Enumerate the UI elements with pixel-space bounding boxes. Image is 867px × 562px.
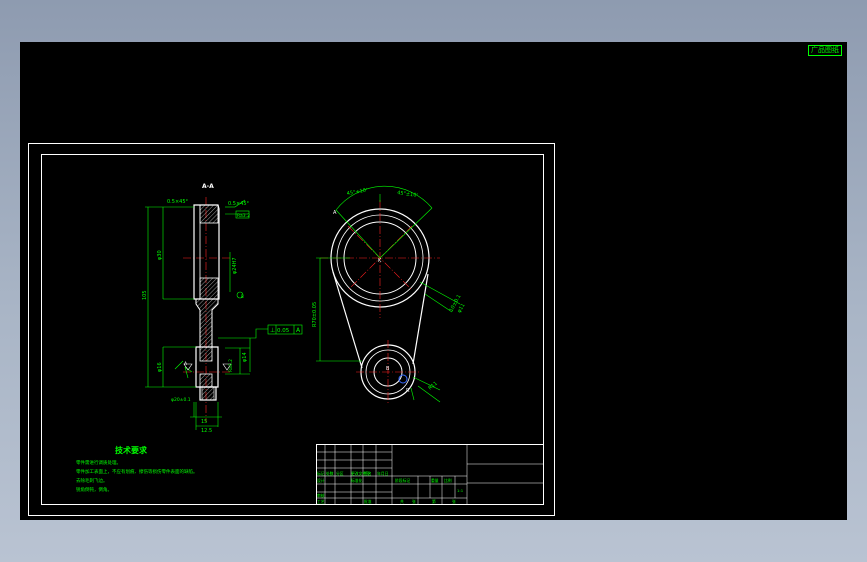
height-total: 105 bbox=[142, 290, 148, 300]
bore-dim: φ24H7 bbox=[232, 257, 238, 274]
upper-hatch bbox=[199, 204, 219, 224]
note-line-3: 去除毛刺飞边。 bbox=[76, 477, 108, 484]
svg-text:标记: 标记 bbox=[317, 471, 325, 476]
plan-dimensions bbox=[316, 185, 461, 403]
datum-b: B bbox=[241, 294, 244, 299]
plan-label-a: A bbox=[333, 210, 337, 216]
svg-text:标准化: 标准化 bbox=[351, 478, 363, 483]
corner-tag[interactable]: 广品图纸 bbox=[808, 45, 842, 56]
svg-text:重量: 重量 bbox=[431, 478, 439, 483]
width-dim: 15 bbox=[201, 419, 207, 425]
top-right-callout: 0.5×45° bbox=[228, 201, 250, 207]
bottom-width: 12.5 bbox=[201, 428, 212, 434]
roughness-top: Ra3.2 bbox=[237, 213, 250, 219]
plan-view bbox=[320, 200, 440, 404]
cursor-marker bbox=[398, 374, 408, 384]
svg-text:工艺: 工艺 bbox=[317, 499, 325, 504]
web-section bbox=[195, 298, 219, 348]
svg-text:0.05: 0.05 bbox=[277, 328, 290, 334]
fit-dim: φ14 bbox=[242, 352, 248, 362]
technical-notes: 技术要求 零件需进行调质处理。 零件加工表面上，不应有划痕、擦伤等损伤零件表面的… bbox=[76, 445, 198, 493]
top-chamfer-label: 0.5×45° bbox=[167, 199, 189, 205]
center-distance: R70±0.05 bbox=[312, 302, 318, 327]
plan-bottom-dim: R11 bbox=[427, 381, 438, 392]
plan-bottom-r: R bbox=[406, 388, 410, 394]
svg-text:张: 张 bbox=[412, 499, 416, 504]
side-dimensions bbox=[145, 199, 251, 430]
svg-text:共: 共 bbox=[400, 499, 404, 504]
note-line-1: 零件需进行调质处理。 bbox=[76, 459, 121, 466]
side-section-view bbox=[183, 197, 230, 422]
angle-left: 45°±10' bbox=[346, 187, 368, 197]
angle-right: 45°±10' bbox=[397, 190, 418, 199]
svg-text:批准: 批准 bbox=[364, 499, 372, 504]
bottom-dim: φ20±0.1 bbox=[171, 397, 191, 403]
svg-text:⊥: ⊥ bbox=[270, 327, 275, 334]
upper-hatch-lower bbox=[199, 277, 219, 300]
tolerance-frame: ⊥ 0.05 A bbox=[250, 324, 303, 339]
lower-roughness: Ra3.2 bbox=[228, 359, 234, 372]
svg-text:A: A bbox=[296, 327, 301, 334]
roughness-box bbox=[235, 210, 250, 219]
svg-text:设计: 设计 bbox=[317, 478, 325, 483]
svg-text:阶段标记: 阶段标记 bbox=[395, 478, 410, 483]
section-label: A-A bbox=[202, 183, 214, 190]
notes-title: 技术要求 bbox=[115, 445, 148, 455]
right-dim-2: φ11 bbox=[457, 303, 467, 314]
sheet-inner-frame bbox=[41, 154, 544, 505]
title-block: 标记 处数 分区 更改文件号 签名 年月日 设计 标准化 审核 工艺 批准 阶段… bbox=[316, 444, 544, 505]
height-lower: φ16 bbox=[157, 362, 163, 372]
svg-text:张: 张 bbox=[452, 499, 456, 504]
height-upper: φ30 bbox=[157, 250, 163, 260]
note-line-2: 零件加工表面上，不应有划痕、擦伤等损伤零件表面的缺陷。 bbox=[76, 468, 198, 475]
sheet-outer-frame bbox=[28, 143, 555, 516]
plan-center-label: K bbox=[378, 258, 382, 264]
svg-text:1:1: 1:1 bbox=[457, 488, 464, 493]
drawing-canvas: A-A bbox=[28, 143, 555, 516]
svg-text:比例: 比例 bbox=[444, 478, 452, 483]
plan-label-b: B bbox=[386, 366, 390, 372]
svg-text:签名: 签名 bbox=[364, 471, 372, 476]
svg-text:年月日: 年月日 bbox=[377, 471, 389, 476]
marker-a: A bbox=[184, 361, 188, 367]
svg-text:处数: 处数 bbox=[326, 471, 334, 476]
svg-text:审核: 审核 bbox=[317, 493, 325, 498]
cad-viewport[interactable]: A-A bbox=[20, 42, 847, 520]
svg-text:分区: 分区 bbox=[336, 471, 344, 476]
svg-text:更改文件号: 更改文件号 bbox=[351, 471, 370, 476]
note-line-4: 锐角倒钝，倒角。 bbox=[76, 486, 112, 493]
svg-text:第: 第 bbox=[432, 499, 436, 504]
datum-circle bbox=[236, 291, 244, 299]
